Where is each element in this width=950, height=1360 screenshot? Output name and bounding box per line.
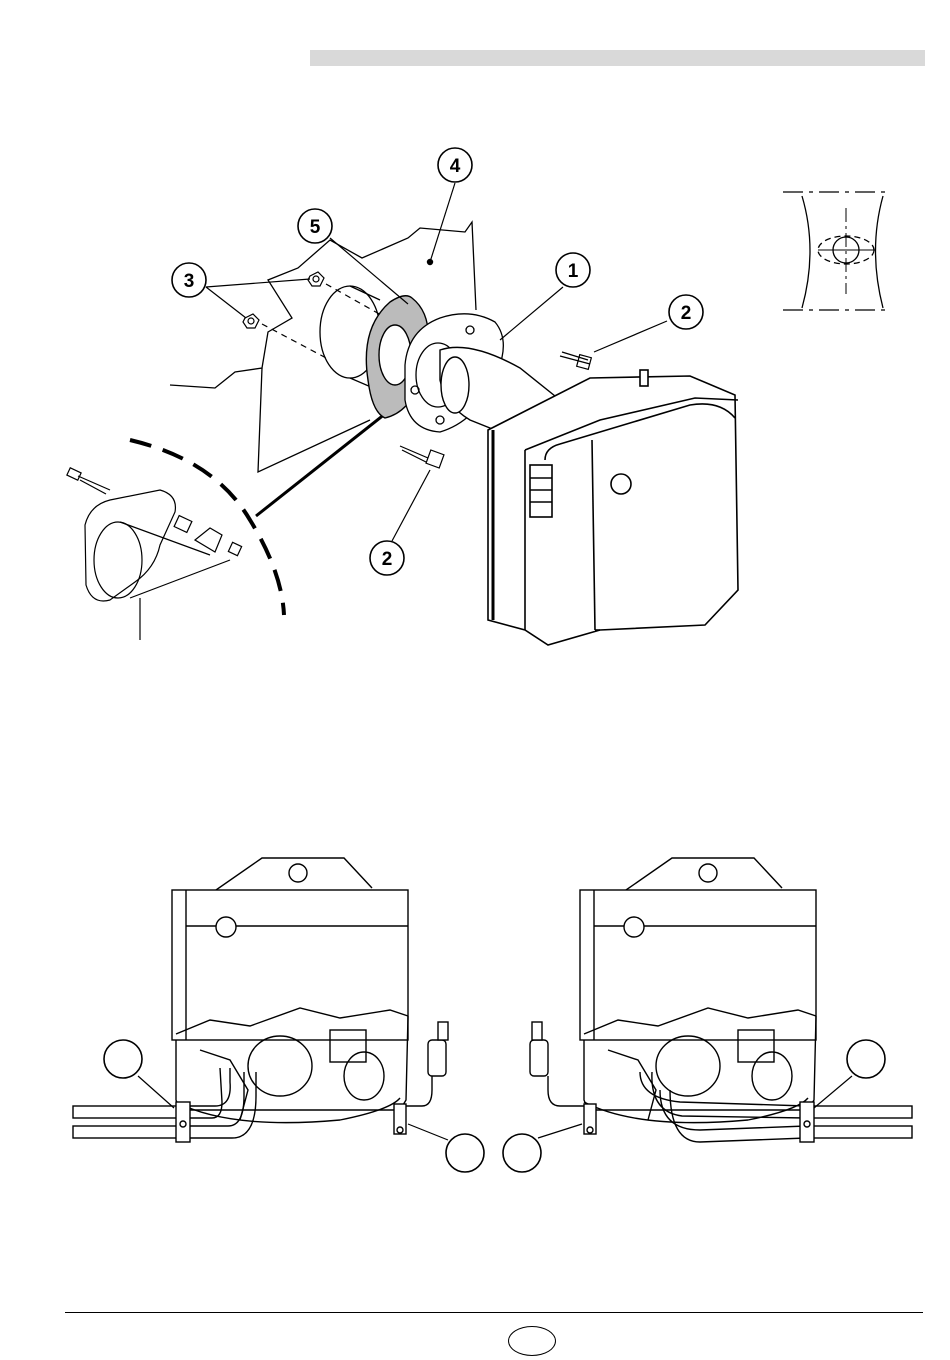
callout-5-label: 5 [310,217,321,238]
callout-3: 3 [172,263,206,297]
hose-connection-diagram [0,840,950,1200]
burner-body [488,370,738,645]
left-burner-unit [172,858,408,1123]
callout-3-label: 3 [184,271,195,292]
callout-right-a [503,1134,541,1172]
callout-2a: 2 [669,295,703,329]
page-number-badge [508,1326,556,1356]
flange-detail [67,468,242,640]
callout-left-b [446,1134,484,1172]
callout-right-b [847,1040,885,1078]
callout-2b: 2 [370,541,404,575]
callout-2b-label: 2 [382,549,393,570]
callout-4: 4 [438,148,472,182]
slot-detail [783,192,890,310]
footer-rule [65,1312,923,1313]
callout-1-label: 1 [568,261,579,282]
right-burner-unit [580,858,816,1123]
burner-mounting-diagram: 1 2 2 3 4 5 [0,0,950,680]
callout-left-a [104,1040,142,1078]
callout-5: 5 [298,209,332,243]
callout-1: 1 [556,253,590,287]
callout-4-label: 4 [450,156,461,177]
callout-2a-label: 2 [681,303,692,324]
